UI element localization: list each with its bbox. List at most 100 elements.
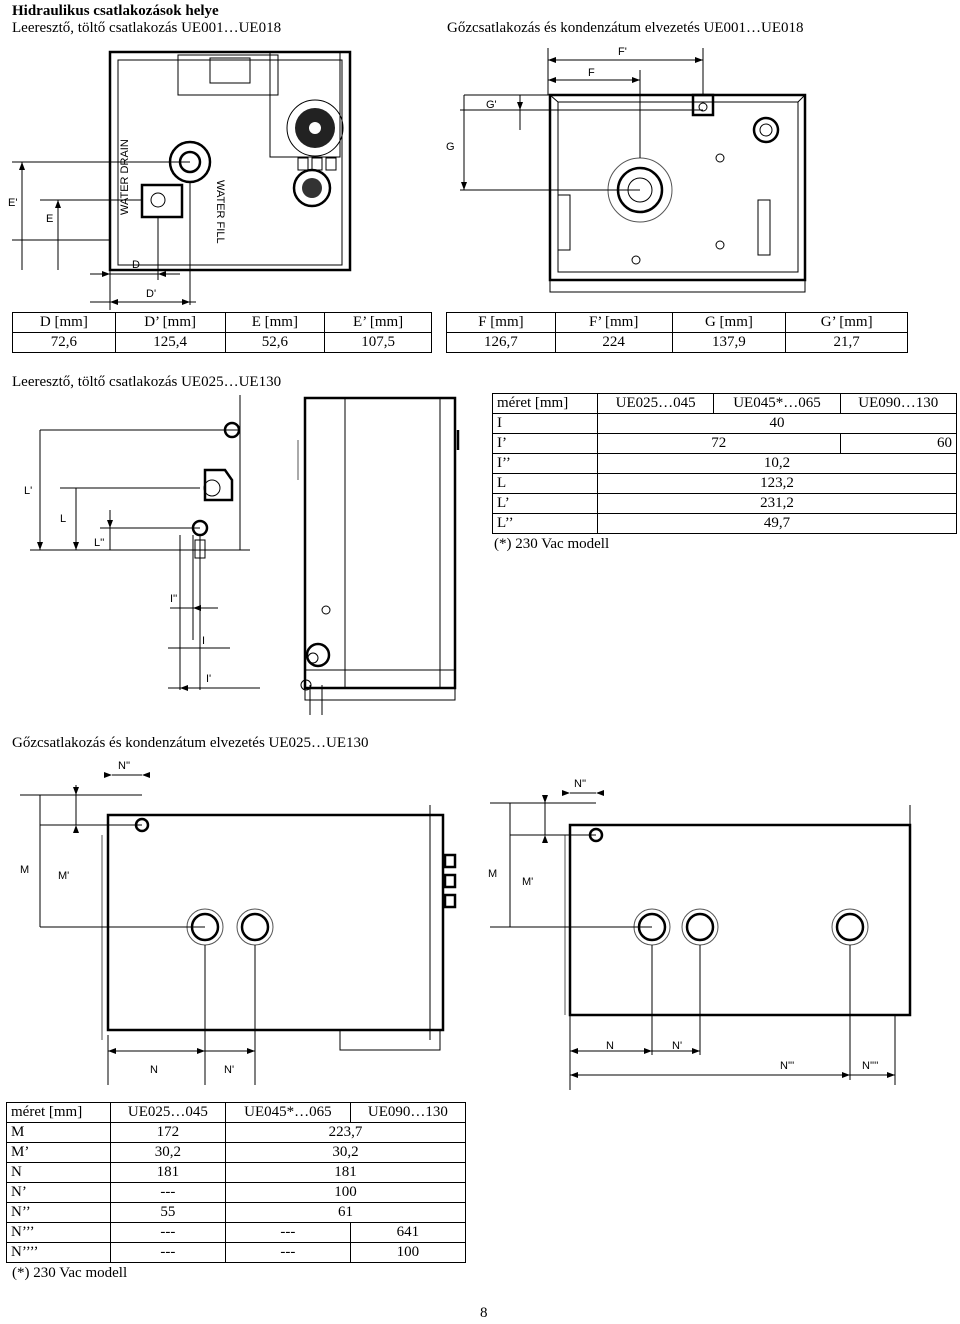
cell-header: D [mm] [12, 312, 116, 333]
cell-header: G’ [mm] [785, 312, 908, 333]
label-N-qprime: N'''' [862, 1060, 878, 1072]
cell-value: 60 [839, 433, 958, 454]
subtitle-steam-small: Gőzcsatlakozás és kondenzátum elvezetés … [447, 20, 804, 36]
cell-value: 52,6 [224, 332, 326, 353]
water-label: WATER DRAIN [119, 139, 131, 215]
cell-value: 30,2 [224, 1142, 467, 1163]
row-label: N’’’’ [6, 1242, 111, 1263]
label-N-right: N [606, 1040, 614, 1052]
page-title: Hidraulikus csatlakozások helye [12, 3, 219, 19]
cell-header: UE025…045 [109, 1102, 226, 1123]
table-m-n: méret [mm] UE025…045 UE045*…065 UE090…13… [6, 1102, 467, 1263]
label-N-prime: N' [224, 1064, 234, 1076]
cell-header: UE025…045 [596, 393, 715, 414]
row-label: I’ [492, 433, 598, 454]
label-N-tprime: N''' [780, 1060, 794, 1072]
cell-header: G [mm] [671, 312, 787, 333]
cell-value: 49,7 [596, 513, 958, 534]
cell-value: 21,7 [785, 332, 908, 353]
steam-diagram-small: F' F G' G [446, 46, 807, 293]
label-L: L [60, 513, 66, 525]
row-label: N’’’ [6, 1222, 111, 1243]
drain-fill-diagram-small: WATER DRAIN WATER FILL E' E D D' [8, 50, 352, 310]
label-G-prime: G' [486, 99, 497, 111]
label-I: I [202, 635, 205, 647]
cell-value: 231,2 [596, 493, 958, 514]
label-I-dprime: I'' [170, 593, 177, 605]
cell-header: E’ [mm] [324, 312, 432, 333]
cell-header: UE090…130 [839, 393, 958, 414]
cell-value: 30,2 [109, 1142, 226, 1163]
label-E-prime: E' [8, 197, 17, 209]
cell-value: 126,7 [446, 332, 556, 353]
table-de: D [mm] D’ [mm] E [mm] E’ [mm] 72,6 125,4… [12, 312, 432, 353]
row-label: M’ [6, 1142, 111, 1163]
label-N: N [150, 1064, 158, 1076]
cell-value: 100 [349, 1242, 467, 1263]
cell-header: méret [mm] [6, 1102, 111, 1123]
cell-value: 40 [596, 413, 958, 434]
label-D-prime: D' [146, 288, 156, 300]
cell-value: 107,5 [324, 332, 432, 353]
label-N-dprime: N'' [118, 760, 130, 772]
table-fg: F [mm] F’ [mm] G [mm] G’ [mm] 126,7 224 … [446, 312, 908, 353]
cell-value: 641 [349, 1222, 467, 1243]
row-label: I’’ [492, 453, 598, 474]
cell-value: 125,4 [114, 332, 226, 353]
label-L-dprime: L'' [94, 537, 104, 549]
cell-value: 123,2 [596, 473, 958, 494]
cell-value: 72,6 [12, 332, 116, 353]
cell-value: --- [109, 1222, 226, 1243]
label-F-prime: F' [618, 46, 627, 58]
cell-value: --- [109, 1182, 226, 1203]
row-label: L [492, 473, 598, 494]
table-note: (*) 230 Vac modell [494, 536, 610, 552]
label-M-prime: M' [58, 870, 69, 882]
label-N-dprime-right: N'' [574, 778, 586, 790]
table-l-i: méret [mm] UE025…045 UE045*…065 UE090…13… [492, 393, 958, 534]
cell-value: 181 [224, 1162, 467, 1183]
row-label: I [492, 413, 598, 434]
cell-header: F’ [mm] [554, 312, 673, 333]
cell-value: --- [224, 1222, 351, 1243]
cell-value: 10,2 [596, 453, 958, 474]
cell-value: 137,9 [671, 332, 787, 353]
cell-header: F [mm] [446, 312, 556, 333]
cell-value: 100 [224, 1182, 467, 1203]
row-label: M [6, 1122, 111, 1143]
row-label: N’ [6, 1182, 111, 1203]
row-label: N’’ [6, 1202, 111, 1223]
cell-value: 61 [224, 1202, 467, 1223]
label-I-prime: I' [206, 673, 211, 685]
subtitle-drain-fill-large: Leeresztő, töltő csatlakozás UE025…UE130 [12, 374, 282, 390]
label-D: D [132, 259, 140, 271]
water-label-2: WATER FILL [214, 180, 226, 244]
label-F: F [588, 67, 595, 79]
label-M: M [20, 864, 29, 876]
cell-header: UE090…130 [349, 1102, 467, 1123]
row-label: L’’ [492, 513, 598, 534]
page-number: 8 [480, 1305, 488, 1321]
subtitle-steam-large: Gőzcsatlakozás és kondenzátum elvezetés … [12, 735, 369, 751]
steam-diagram-large: M M' N'' N N' M M' N'' N N' N''' N'' [20, 760, 912, 1090]
label-M-right: M [488, 868, 497, 880]
cell-value: 72 [596, 433, 841, 454]
drain-fill-diagram-large: L' L L'' I'' I I' [24, 395, 460, 715]
cell-header: D’ [mm] [114, 312, 226, 333]
table-note-2: (*) 230 Vac modell [12, 1265, 128, 1281]
subtitle-drain-fill-small: Leeresztő, töltő csatlakozás UE001…UE018 [12, 20, 282, 36]
label-G: G [446, 141, 455, 153]
cell-value: --- [224, 1242, 351, 1263]
label-L-prime: L' [24, 485, 32, 497]
row-label: N [6, 1162, 111, 1183]
row-label: L’ [492, 493, 598, 514]
cell-value: --- [109, 1242, 226, 1263]
cell-header: UE045*…065 [224, 1102, 351, 1123]
cell-value: 172 [109, 1122, 226, 1143]
cell-header: UE045*…065 [713, 393, 841, 414]
label-M-prime-right: M' [522, 876, 533, 888]
cell-value: 55 [109, 1202, 226, 1223]
cell-header: E [mm] [224, 312, 326, 333]
cell-value: 181 [109, 1162, 226, 1183]
cell-value: 223,7 [224, 1122, 467, 1143]
